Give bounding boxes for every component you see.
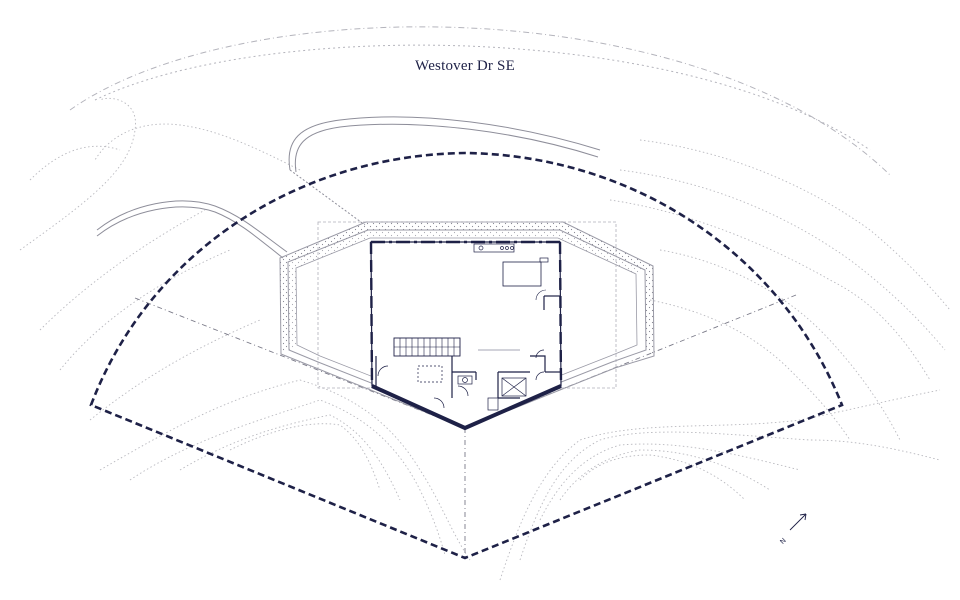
interior-walls: [375, 289, 561, 399]
north-arrow-icon: [789, 513, 807, 531]
driveway: [96, 116, 601, 259]
contour-lines: [19, 97, 951, 581]
sector-lines: [134, 294, 797, 560]
building: [369, 240, 563, 431]
property-boundary: [89, 151, 844, 560]
kitchen-island: [502, 261, 542, 287]
fixtures: [377, 349, 545, 411]
street-name-label: Westover Dr SE: [415, 58, 515, 74]
kitchen-counter: [473, 243, 549, 263]
road-edge-lines: [69, 26, 891, 176]
